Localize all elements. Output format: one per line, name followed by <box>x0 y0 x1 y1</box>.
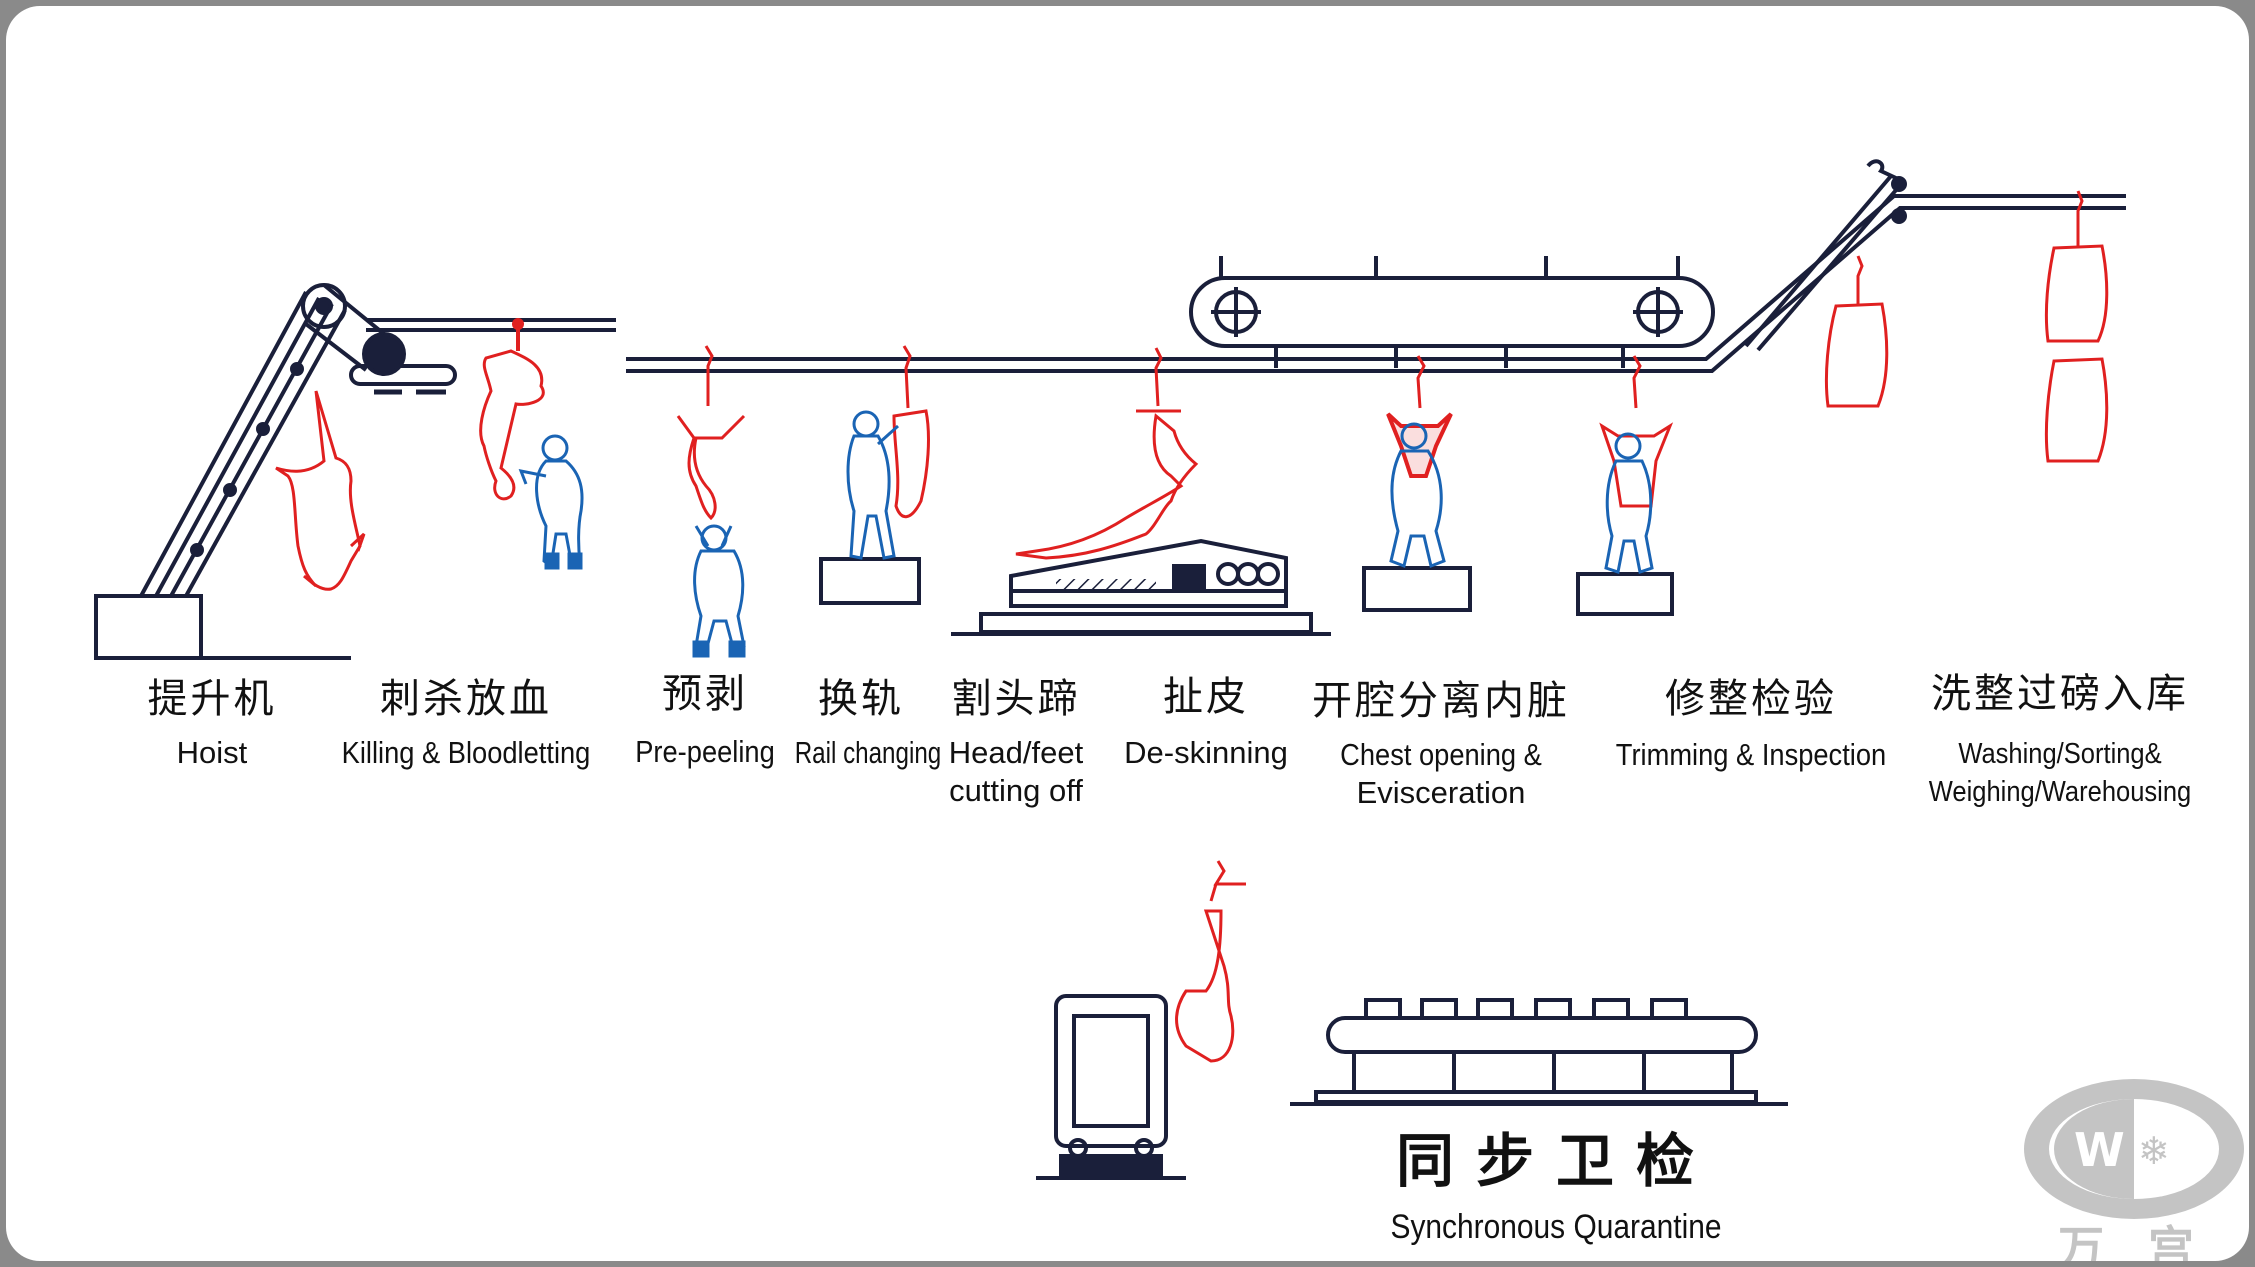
quarantine-conveyor <box>1290 998 1788 1106</box>
stage-label-en-line2: Evisceration <box>1356 775 1526 810</box>
quarantine-carcass <box>1175 860 1246 1063</box>
process-line-drawing: W ❄ <box>94 159 2244 1219</box>
quarantine-label-en: Synchronous Quarantine <box>1390 1208 1722 1246</box>
hoisted-carcass <box>275 390 366 591</box>
stage-label-zh: 换轨 <box>818 676 904 722</box>
company-logo-text: 万宫 <box>2058 1221 2238 1261</box>
stage-label-en: Pre-peeling <box>635 734 775 769</box>
hoist-machine <box>94 283 457 660</box>
stage-trimming: 修整检验 Trimming & Inspection <box>1596 666 1906 774</box>
trimming-station <box>1576 355 1674 616</box>
stage-de-skinning: 扯皮 De-skinning <box>1106 664 1306 772</box>
stage-evisceration: 开腔分离内脏 Chest opening & Evisceration <box>1306 668 1576 812</box>
stage-label-zh: 提升机 <box>147 676 277 722</box>
stage-head-feet: 割头蹄 Head/feet cutting off <box>936 666 1096 810</box>
stage-label-en: Rail changing <box>794 735 942 770</box>
stage-label-en: Hoist <box>176 735 248 770</box>
stage-rail-changing: 换轨 Rail changing <box>776 666 946 772</box>
stage-quarantine: 同步卫检 Synchronous Quarantine <box>1346 1114 1766 1246</box>
stage-label-en-line1: Washing/Sorting& <box>1958 738 2162 770</box>
stage-label-zh: 洗整过磅入库 <box>1931 671 2189 717</box>
company-logo-emblem: W ❄ <box>2024 1079 2244 1219</box>
stage-label-en: De-skinning <box>1124 735 1288 770</box>
stage-label-en-line2: cutting off <box>949 773 1083 808</box>
stage-label-zh: 割头蹄 <box>951 676 1081 722</box>
stage-label-en: Trimming & Inspection <box>1615 737 1887 772</box>
rail-changing-station <box>819 345 930 605</box>
de-skinning-carcass <box>1015 347 1199 560</box>
killing-station <box>479 318 584 570</box>
incline-conveyor <box>1744 159 1907 352</box>
evisceration-station <box>1362 355 1472 612</box>
stage-label-zh: 扯皮 <box>1163 674 1249 720</box>
stage-label-zh: 预剥 <box>662 671 748 717</box>
hanging-carcasses <box>1824 190 2109 463</box>
quarantine-machine <box>1036 994 1186 1180</box>
stage-killing: 刺杀放血 Killing & Bloodletting <box>286 666 646 772</box>
stage-hoist: 提升机 Hoist <box>102 666 322 772</box>
quarantine-label-zh: 同步卫检 <box>1395 1127 1716 1195</box>
stage-label-zh: 刺杀放血 <box>380 676 552 722</box>
pre-peeling-station <box>676 345 746 658</box>
stage-label-en-line1: Head/feet <box>948 735 1084 770</box>
stage-pre-peeling: 预剥 Pre-peeling <box>610 661 800 771</box>
stage-label-zh: 修整检验 <box>1665 676 1837 722</box>
evisceration-conveyor <box>1189 256 1715 368</box>
stage-label-en-line2: Weighing/Warehousing <box>1928 776 2192 808</box>
stage-label-en-line1: Chest opening & <box>1340 737 1542 772</box>
stage-label-zh: 开腔分离内脏 <box>1312 678 1570 724</box>
stage-label-en: Killing & Bloodletting <box>341 735 591 770</box>
overhead-rail <box>366 194 2126 373</box>
head-feet-cutting-table <box>951 538 1331 636</box>
snowflake-icon: ❄ <box>2138 1129 2170 1173</box>
logo-mark: W <box>2074 1123 2125 1177</box>
stage-washing: 洗整过磅入库 Washing/Sorting& Weighing/Warehou… <box>1902 661 2218 811</box>
diagram-canvas: W ❄ 提升机 Hoist 刺杀放血 Killing & Bloodlettin… <box>6 6 2249 1261</box>
